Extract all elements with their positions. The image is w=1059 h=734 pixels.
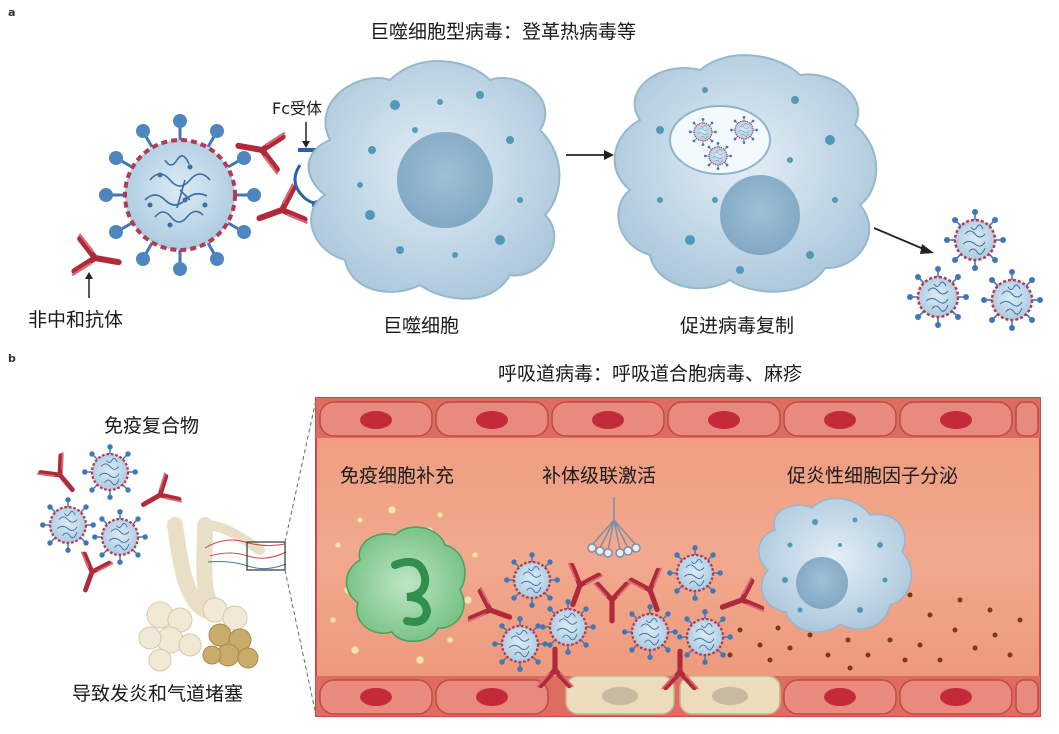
macrophage-label: 巨噬细胞 (383, 315, 459, 337)
panel-b-letter: b (8, 352, 16, 365)
enhanced-replication-label: 促进病毒复制 (680, 315, 794, 337)
panel-a-title: 巨噬细胞型病毒：登革热病毒等 (370, 21, 636, 43)
antibody-left (72, 234, 122, 283)
cytokine-dots (727, 592, 1023, 671)
released-virus (979, 267, 1045, 333)
process-arrow-2 (873, 227, 927, 251)
macrophage-cell (307, 60, 561, 300)
immune-cell-recruitment-label: 免疫细胞补充 (340, 465, 454, 487)
infected-macrophage (613, 54, 878, 293)
inflammation-label: 导致发炎和气道堵塞 (72, 683, 243, 705)
zoom-line-bottom (284, 569, 317, 716)
large-virus (99, 114, 261, 276)
panel-a-letter: a (8, 6, 15, 19)
cytokine-macrophage (757, 497, 913, 633)
complement-activation-label: 补体级联激活 (542, 465, 656, 487)
fc-receptor-label: Fc受体 (272, 99, 322, 118)
lung-airway (138, 517, 287, 672)
zoom-box (246, 541, 286, 571)
immune-complex (37, 442, 182, 596)
released-virus (905, 264, 971, 330)
antibody-top (235, 125, 285, 174)
panel-b-title: 呼吸道病毒：呼吸道合胞病毒、麻疹 (498, 363, 802, 385)
non-neutralizing-antibody-label: 非中和抗体 (28, 309, 123, 331)
cytokine-secretion-label: 促炎性细胞因子分泌 (787, 465, 958, 487)
complement-complex (587, 497, 641, 558)
immune-cell (345, 526, 466, 643)
zoom-line-top (284, 399, 317, 543)
released-virus (942, 207, 1008, 273)
immune-complex-label: 免疫复合物 (104, 415, 199, 437)
